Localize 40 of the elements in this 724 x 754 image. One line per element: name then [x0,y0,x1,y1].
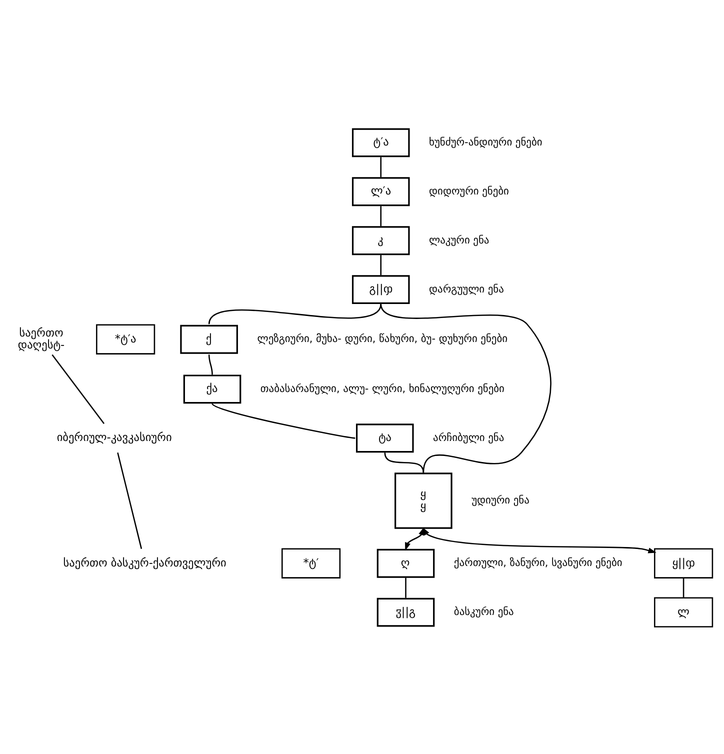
node-box: ქ [180,324,238,354]
node-text: იბერიულ-კავკასიური [56,430,172,444]
node-label: ქართული, ზანური, სვანური ენები [454,556,622,569]
connector [405,577,406,598]
connector [208,354,213,374]
connector [682,577,684,598]
connector [52,354,105,424]
node-text: საერთო ბასკურ-ქართველური [63,556,226,569]
node-label: ლეზგიური, მუხა- დური, წახური, ბუ- დუხური ენები [257,332,508,345]
node-box: *ტ′ა [96,324,156,354]
node-box: ყ ყ [394,472,452,528]
node-label: თაბასარანული, ალუ- ლური, ხინალუღური ენები [260,382,504,394]
arrow [422,526,656,553]
node-box: ყ||ჶ [654,548,714,578]
node-label: არჩიბული ენა [433,431,504,444]
node-box: ჳ||გ [376,597,435,626]
node-box: გ||ჶ [352,274,410,304]
node-box: ტ′ა [352,128,410,157]
node-box: *ტ′ [281,548,341,578]
node-label: დარგუული ენა [429,282,504,295]
node-label: ბასკური ენა [454,606,514,618]
node-box: ლ [654,596,714,627]
connector [380,254,382,275]
connector [380,303,552,472]
connector [380,156,382,177]
connector [208,303,382,324]
node-box: ლ′ა [352,176,410,206]
node-label: უდიური ენა [472,494,530,506]
connector [380,206,382,226]
connector [117,452,142,548]
connector [384,452,424,472]
connector [212,402,356,438]
node-label: დიდოური ენები [429,184,509,197]
node-text: საერთო დაღესტ- [18,326,65,351]
node-box: ქა [183,374,242,404]
node-box: ტა [356,423,414,452]
node-label: ლაკური ენა [429,234,490,246]
node-box: ღ [376,548,435,578]
node-box: კ [352,226,410,255]
node-label: ხუნძურ-ანდიური ენები [429,136,542,148]
